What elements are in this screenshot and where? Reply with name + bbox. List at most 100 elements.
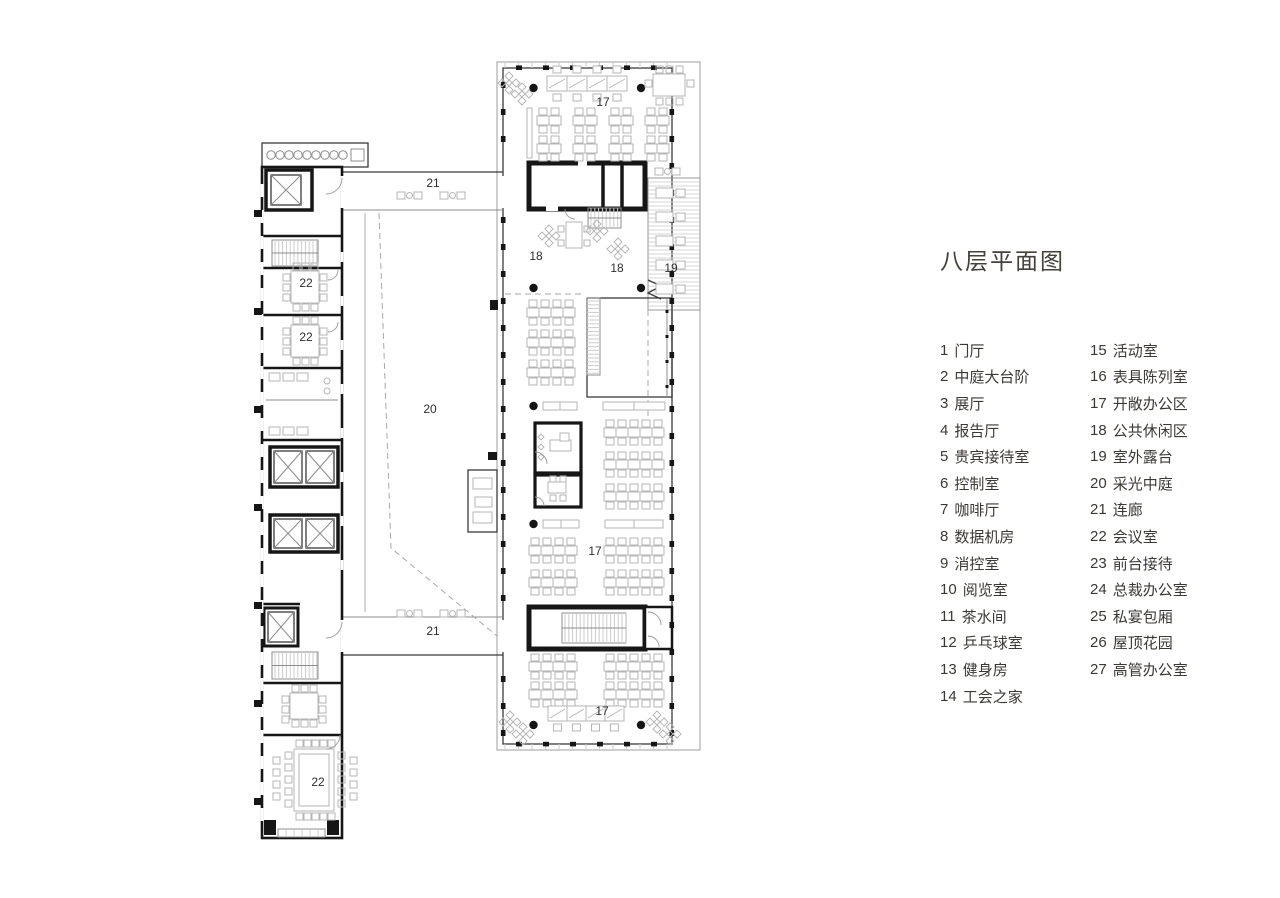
legend-room-name: 中庭大台阶: [954, 369, 1030, 387]
chair: [617, 537, 627, 546]
atrium-dashed-void: [378, 212, 498, 637]
desk-cluster: [603, 577, 665, 588]
wall-stub: [254, 602, 262, 609]
wall-stub: [254, 700, 262, 707]
lounge-chair: [511, 729, 521, 739]
chair: [542, 537, 552, 546]
chair: [586, 153, 596, 162]
console: [406, 610, 413, 617]
chair: [605, 469, 615, 478]
column-dot: [529, 720, 538, 730]
chair: [629, 537, 639, 546]
window-gap: [260, 236, 264, 249]
chair: [610, 125, 620, 134]
chair: [284, 787, 293, 796]
louver-circle: [311, 150, 321, 160]
chair: [337, 751, 346, 760]
chair: [617, 555, 627, 564]
chair: [566, 569, 576, 578]
chair: [566, 587, 576, 596]
chair: [281, 705, 290, 714]
chair: [552, 347, 562, 356]
chair: [629, 483, 639, 492]
chair: [572, 65, 582, 74]
chair: [641, 501, 651, 510]
louver-circle: [266, 150, 276, 160]
window-gap: [340, 340, 344, 350]
conference-table: [293, 748, 335, 812]
chair: [559, 494, 567, 502]
chair: [629, 699, 639, 708]
room-label: 18: [610, 261, 624, 275]
elevator: [305, 450, 335, 484]
chair: [655, 97, 664, 106]
room-label: 20: [423, 402, 437, 416]
chair: [605, 587, 615, 596]
chair: [528, 347, 538, 356]
chair: [553, 723, 562, 732]
window-gap: [260, 756, 264, 769]
console: [413, 191, 423, 200]
window-gap: [260, 366, 264, 379]
window-gap: [340, 516, 344, 526]
chair: [554, 671, 564, 680]
lounge-chair: [614, 245, 622, 253]
chair: [552, 329, 562, 338]
roof-louver-band: [261, 142, 369, 168]
legend-number: 20: [1090, 474, 1107, 492]
conference-table-inner: [298, 753, 330, 807]
chair: [528, 359, 538, 368]
chair: [272, 792, 281, 801]
opening: [501, 620, 505, 652]
chair: [629, 469, 639, 478]
facade-tick: [500, 568, 506, 574]
facade-tick: [500, 730, 506, 736]
lounge-chair: [517, 82, 527, 92]
chair: [612, 65, 622, 74]
chair: [641, 555, 651, 564]
chair: [554, 587, 564, 596]
facade-tick: [500, 217, 506, 223]
facade-tick: [651, 741, 657, 747]
chair: [592, 65, 602, 74]
chair: [686, 79, 695, 88]
chair: [574, 153, 584, 162]
window-gap: [340, 472, 344, 482]
chair: [644, 79, 653, 88]
chair: [653, 653, 663, 662]
chair: [281, 715, 290, 724]
chair: [272, 780, 281, 789]
chair: [641, 537, 651, 546]
legend-room-name: 表具陈列室: [1112, 369, 1188, 387]
chair: [337, 799, 346, 808]
window-gap: [340, 296, 344, 306]
toilet-fixture: [268, 426, 281, 436]
facade-tick: [500, 595, 506, 601]
chair: [572, 93, 582, 102]
chair: [549, 494, 557, 502]
chair: [291, 719, 300, 728]
facade-tick: [500, 271, 506, 277]
facade-tick: [669, 379, 675, 385]
room-label: 17: [588, 544, 602, 558]
chair: [542, 587, 552, 596]
legend-room-name: 乒乓球室: [962, 635, 1023, 653]
chair: [610, 135, 620, 144]
desk-cluster: [603, 491, 665, 502]
facade-tick: [669, 622, 675, 628]
chair: [549, 475, 557, 483]
elevator-box-top: [264, 168, 314, 212]
elevator-x: [305, 450, 335, 484]
lounge-chair: [505, 724, 515, 734]
lounge-chair: [519, 730, 527, 738]
chair: [552, 377, 562, 386]
core-north: [526, 160, 648, 212]
louver-box: [350, 148, 365, 162]
chair: [284, 763, 293, 772]
chair: [591, 723, 600, 732]
lounge-chair: [504, 71, 514, 81]
chair: [564, 317, 574, 326]
